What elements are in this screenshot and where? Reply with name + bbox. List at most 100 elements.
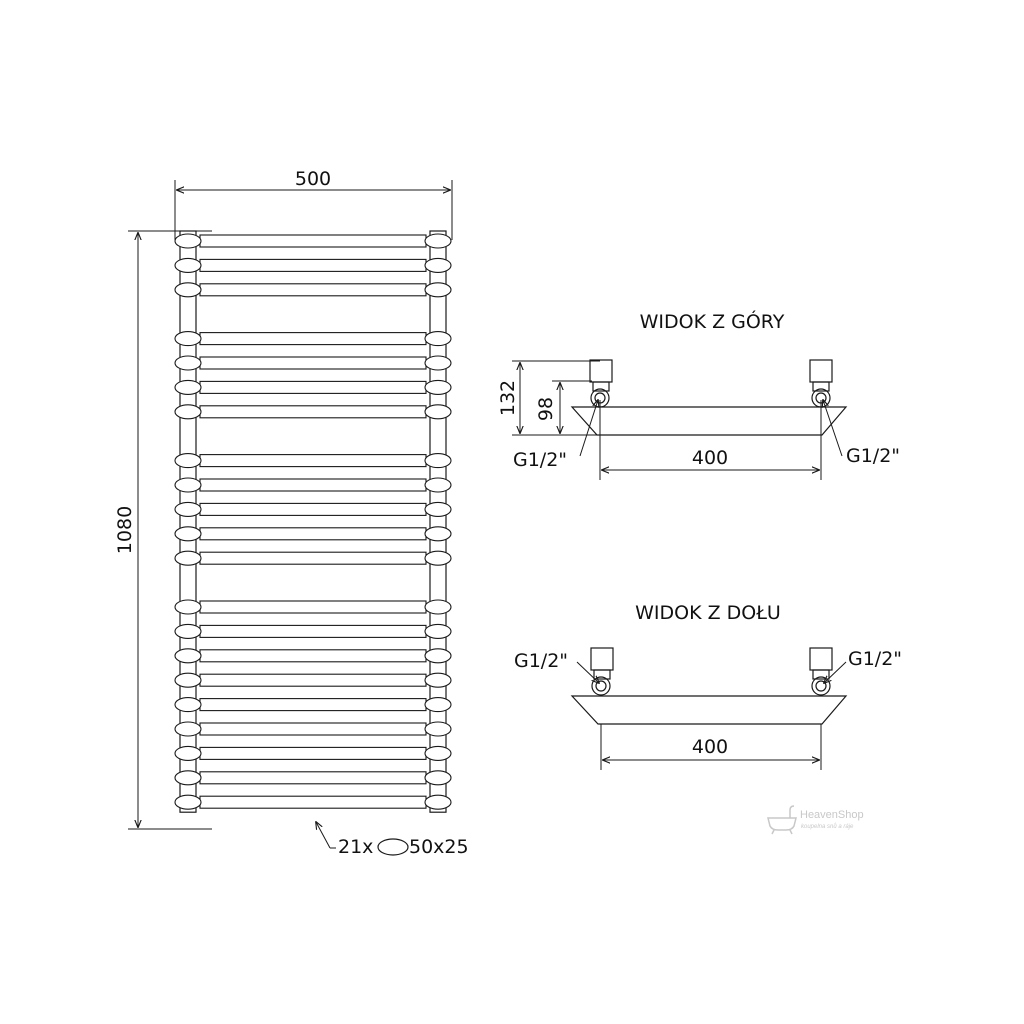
tube-bar	[199, 283, 427, 297]
top-spacing-dimension: 400	[599, 400, 822, 480]
radiator-tube	[174, 672, 452, 688]
tube-note: 21x 50x25	[316, 822, 469, 858]
horizontal-tubes	[174, 233, 452, 810]
tube-bar	[199, 258, 427, 272]
tube-bar	[199, 600, 427, 614]
radiator-tube	[174, 501, 452, 517]
tube-end-oval	[424, 770, 452, 786]
top-right-valve	[809, 359, 833, 408]
tube-bar	[199, 722, 427, 736]
dim-98-label: 98	[535, 397, 557, 421]
top-left-valve	[589, 359, 613, 408]
tube-section-icon	[377, 838, 409, 856]
bottom-view-title: WIDOK Z DOŁU	[635, 602, 781, 624]
tube-end-oval	[424, 453, 452, 469]
radiator-tube	[174, 477, 452, 493]
tube-end-oval	[174, 355, 202, 371]
tube-end-oval	[424, 501, 452, 517]
radiator-tube	[174, 648, 452, 664]
top-view-body	[570, 406, 848, 436]
bottom-conn-right-label: G1/2"	[848, 648, 902, 670]
tube-end-oval	[174, 770, 202, 786]
tube-end-oval	[424, 233, 452, 249]
tube-end-oval	[174, 501, 202, 517]
tube-end-oval	[174, 550, 202, 566]
tube-count-label: 21x	[338, 836, 373, 858]
tube-end-oval	[174, 233, 202, 249]
tube-end-oval	[174, 379, 202, 395]
tube-size-label: 50x25	[409, 836, 469, 858]
radiator-tube	[174, 282, 452, 298]
radiator-tube	[174, 599, 452, 615]
tube-end-oval	[424, 526, 452, 542]
dim-132: 132	[497, 360, 600, 436]
tube-end-oval	[424, 379, 452, 395]
bottom-spacing-dimension: 400	[600, 724, 822, 770]
tube-end-oval	[174, 257, 202, 273]
right-collector	[429, 230, 447, 813]
tube-end-oval	[174, 697, 202, 713]
tube-end-oval	[174, 794, 202, 810]
tube-end-oval	[424, 404, 452, 420]
tube-end-oval	[424, 355, 452, 371]
bathtub-logo-icon	[767, 805, 797, 835]
tube-end-oval	[424, 477, 452, 493]
radiator-tube	[174, 331, 452, 347]
tube-end-oval	[174, 331, 202, 347]
radiator-tube	[174, 721, 452, 737]
tube-end-oval	[174, 526, 202, 542]
bottom-view: WIDOK Z DOŁU G1/2" G1/2" 400	[514, 602, 902, 770]
tube-end-oval	[424, 599, 452, 615]
top-view-title: WIDOK Z GÓRY	[640, 309, 785, 333]
radiator-tube	[174, 770, 452, 786]
top-conn-right-label: G1/2"	[846, 445, 900, 467]
tube-end-oval	[424, 794, 452, 810]
tube-bar	[199, 746, 427, 760]
radiator-tube	[174, 379, 452, 395]
front-view: 500 1080 21x 50x25	[114, 168, 469, 858]
radiator-tube	[174, 623, 452, 639]
tube-bar	[199, 551, 427, 565]
dim-132-label: 132	[497, 380, 519, 416]
tube-end-oval	[424, 550, 452, 566]
tube-end-oval	[174, 745, 202, 761]
tube-end-oval	[424, 623, 452, 639]
radiator-tube	[174, 233, 452, 249]
watermark-brand: HeavenShop	[800, 809, 864, 821]
watermark-tagline: koupelna snů a ráje	[801, 823, 854, 830]
tube-end-oval	[174, 648, 202, 664]
bottom-spacing-label: 400	[692, 736, 728, 758]
tube-end-oval	[174, 721, 202, 737]
tube-end-oval	[424, 721, 452, 737]
top-view: WIDOK Z GÓRY 132 98	[497, 309, 900, 480]
tube-end-oval	[424, 672, 452, 688]
tube-bar	[199, 649, 427, 663]
radiator-tube	[174, 404, 452, 420]
tube-end-oval	[174, 599, 202, 615]
tube-end-oval	[174, 453, 202, 469]
dim-98: 98	[535, 380, 592, 433]
tube-end-oval	[424, 331, 452, 347]
tube-end-oval	[424, 745, 452, 761]
tube-bar	[199, 405, 427, 419]
radiator-tube	[174, 453, 452, 469]
top-conn-left-label: G1/2"	[513, 449, 567, 471]
width-label: 500	[295, 168, 331, 190]
tube-bar	[199, 673, 427, 687]
bottom-left-valve	[590, 647, 614, 696]
tube-end-oval	[174, 477, 202, 493]
top-spacing-label: 400	[692, 447, 728, 469]
tube-end-oval	[424, 257, 452, 273]
tube-bar	[199, 332, 427, 346]
radiator-tube	[174, 745, 452, 761]
tube-bar	[199, 698, 427, 712]
radiator-tube	[174, 550, 452, 566]
tube-bar	[199, 624, 427, 638]
tube-bar	[199, 478, 427, 492]
radiator-tube	[174, 697, 452, 713]
bottom-right-valve	[809, 647, 833, 696]
height-dimension: 1080	[114, 230, 212, 830]
tube-bar	[199, 234, 427, 248]
tube-bar	[199, 795, 427, 809]
